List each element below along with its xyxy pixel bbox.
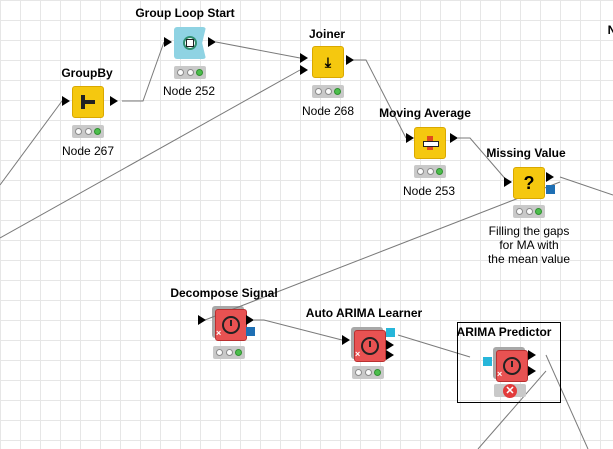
- node-title: Joiner: [308, 27, 346, 41]
- clock-icon[interactable]: ×: [493, 347, 528, 382]
- clock-icon[interactable]: ×: [212, 306, 247, 341]
- output-port[interactable]: [346, 55, 354, 65]
- node-status-indicator: ✕: [494, 383, 526, 398]
- connection-missing-to-decompose: [204, 181, 561, 321]
- clock-glyph: [503, 357, 521, 375]
- output-port[interactable]: [528, 366, 536, 376]
- input-port[interactable]: [300, 65, 308, 75]
- status-light: [354, 369, 362, 376]
- input-port[interactable]: [406, 133, 414, 143]
- node-label-line: the mean value: [487, 252, 571, 266]
- node-label[interactable]: Node 268: [301, 104, 355, 118]
- status-light: [364, 369, 372, 376]
- connection-moving-average-to-missing: [458, 137, 509, 183]
- error-x-icon: ✕: [503, 383, 517, 398]
- output-port[interactable]: [386, 350, 394, 360]
- status-light: [176, 69, 184, 76]
- status-light: [84, 128, 92, 135]
- connection-left-to-groupby: [0, 100, 63, 186]
- connection-left-to-joiner: [0, 69, 301, 239]
- node-status-indicator: [213, 346, 245, 359]
- input-port[interactable]: [164, 37, 172, 47]
- question-mark-glyph: ?: [523, 172, 535, 193]
- connection-learner-to-predictor: [397, 334, 471, 358]
- input-port[interactable]: [62, 96, 70, 106]
- node-status-indicator: [513, 205, 545, 218]
- status-light-green: [374, 369, 382, 376]
- node-label-line: Filling the gaps: [488, 224, 570, 238]
- status-light: [416, 168, 424, 175]
- small-x-icon: ×: [216, 328, 222, 338]
- output-port[interactable]: [110, 96, 118, 106]
- output-port[interactable]: [528, 350, 536, 360]
- connection-predictor-down-left: [477, 370, 547, 449]
- status-light: [324, 88, 332, 95]
- question-mark-icon[interactable]: ?: [513, 167, 545, 199]
- model-output-port[interactable]: [386, 328, 395, 337]
- input-port[interactable]: [300, 53, 308, 63]
- connection-missing-to-right: [559, 176, 613, 196]
- status-light-green: [94, 128, 102, 135]
- output-port[interactable]: [450, 133, 458, 143]
- groupby-icon[interactable]: [72, 86, 104, 118]
- connection-decompose-to-learner: [254, 319, 343, 341]
- output-port[interactable]: [386, 340, 394, 350]
- small-x-icon: ×: [497, 369, 503, 379]
- connection-groupby-to-loop: [122, 41, 165, 102]
- status-light-green: [235, 349, 243, 356]
- node-status-indicator: [72, 125, 104, 138]
- node-title-cut-off: N: [607, 23, 613, 37]
- selection-box: [457, 322, 561, 403]
- connection-loop-to-joiner: [215, 41, 301, 59]
- clock-glyph: [361, 337, 379, 355]
- status-light: [74, 128, 82, 135]
- node-status-indicator: [414, 165, 446, 178]
- clock-glyph: [222, 316, 240, 334]
- status-light: [426, 168, 434, 175]
- output-port[interactable]: [546, 172, 554, 182]
- node-label[interactable]: Node 267: [61, 144, 115, 158]
- model-output-port[interactable]: [546, 185, 555, 194]
- input-port[interactable]: [198, 315, 206, 325]
- status-light: [515, 208, 523, 215]
- node-title: Decompose Signal: [170, 286, 278, 300]
- connection-joiner-to-moving-average: [349, 59, 407, 139]
- model-output-port[interactable]: [246, 327, 255, 336]
- status-light-green: [436, 168, 444, 175]
- status-light: [314, 88, 322, 95]
- loop-start-icon[interactable]: [174, 27, 206, 59]
- moving-average-icon[interactable]: [414, 127, 446, 159]
- status-light-green: [535, 208, 543, 215]
- output-port[interactable]: [246, 315, 254, 325]
- status-light: [215, 349, 223, 356]
- node-title: Auto ARIMA Learner: [305, 306, 423, 320]
- status-light-green: [334, 88, 342, 95]
- node-title: Group Loop Start: [135, 6, 235, 20]
- connection-predictor-down-right: [545, 354, 589, 449]
- input-port[interactable]: [504, 177, 512, 187]
- status-light: [225, 349, 233, 356]
- node-status-indicator: [352, 366, 384, 379]
- model-input-port[interactable]: [483, 357, 492, 366]
- input-port[interactable]: [342, 335, 350, 345]
- output-port[interactable]: [208, 37, 216, 47]
- node-title: GroupBy: [61, 66, 113, 80]
- status-light: [525, 208, 533, 215]
- node-status-indicator: [312, 85, 344, 98]
- clock-icon[interactable]: ×: [351, 327, 386, 362]
- joiner-icon[interactable]: ⤓: [312, 46, 344, 78]
- node-title: Moving Average: [379, 106, 471, 120]
- node-label-line: for MA with: [499, 238, 559, 252]
- node-label[interactable]: Filling the gaps for MA with the mean va…: [488, 224, 570, 266]
- small-x-icon: ×: [355, 349, 361, 359]
- status-light-green: [196, 69, 204, 76]
- node-title: Missing Value: [486, 146, 566, 160]
- node-label[interactable]: Node 253: [402, 184, 456, 198]
- status-light: [186, 69, 194, 76]
- node-status-indicator: [174, 66, 206, 79]
- node-title: ARIMA Predictor: [456, 325, 552, 339]
- node-label[interactable]: Node 252: [162, 84, 216, 98]
